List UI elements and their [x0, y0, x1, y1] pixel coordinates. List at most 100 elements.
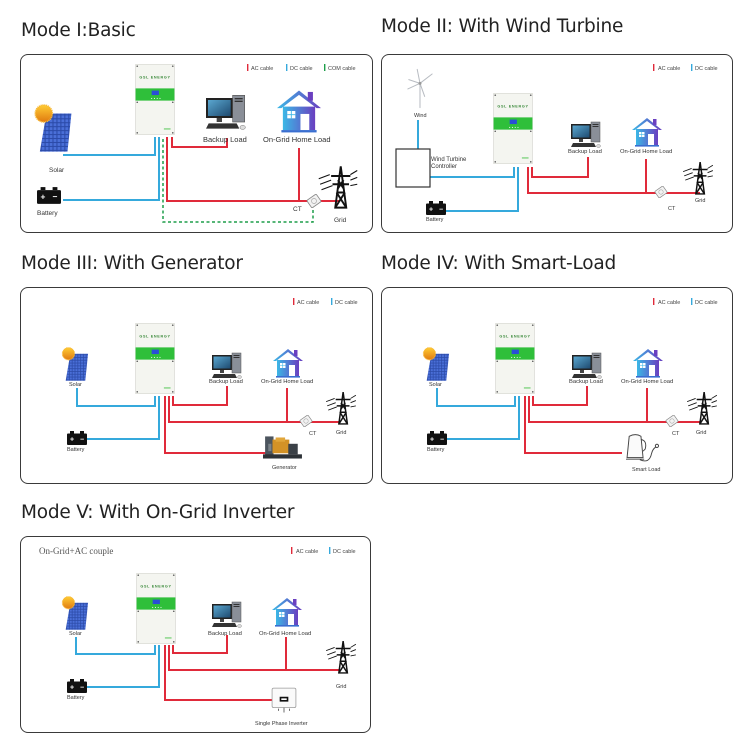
grid-pylon-icon: [325, 391, 357, 425]
controller-label-line1: Wind Turbine: [431, 157, 467, 163]
mode-1-title: Mode I:Basic: [21, 20, 136, 41]
generator-icon: [263, 436, 302, 459]
mode-3-diagram: AC cable DC cable Solar Battery Backup L…: [20, 287, 373, 484]
dc-cable-battery: [85, 396, 160, 440]
ct-clamp-icon: [306, 194, 322, 208]
legend-ac-label: AC cable: [658, 300, 680, 306]
grid-label: Grid: [695, 198, 705, 204]
dc-cable-battery: [85, 645, 160, 688]
legend-dc-swatch: [691, 298, 693, 305]
battery-label: Battery: [426, 217, 444, 223]
wind-turbine-icon: [407, 68, 433, 109]
legend-ac-swatch: [653, 64, 655, 71]
solar-panel-icon: [61, 347, 89, 382]
ac-cable-backup: [171, 137, 228, 148]
solar-panel-icon: [422, 347, 450, 382]
controller-label-line2: Controller: [431, 164, 457, 170]
legend-dc-swatch: [331, 298, 333, 305]
ac-cable-generator: [164, 396, 266, 454]
grid-pylon-icon: [686, 391, 718, 425]
legend-dc-label: DC cable: [695, 66, 718, 72]
grid-label: Grid: [334, 217, 347, 224]
ac-cable-backup: [532, 386, 588, 406]
ac-cable-backup: [172, 386, 228, 406]
battery-icon: [427, 431, 447, 445]
dc-cable-battery: [444, 167, 519, 212]
wind-label: Wind: [414, 113, 427, 119]
hybrid-inverter: [135, 63, 175, 136]
hybrid-inverter: [135, 322, 175, 395]
mode-4-diagram: AC cable DC cable Solar Battery Backup L…: [381, 287, 733, 484]
solar-label: Solar: [69, 382, 82, 388]
legend-ac-swatch: [291, 547, 293, 554]
legend: AC cable DC cable: [291, 547, 356, 555]
backup-load-label: Backup Load: [203, 135, 247, 144]
ct-clamp-icon: [665, 415, 679, 427]
legend-dc-label: DC cable: [335, 300, 358, 306]
legend-dc-swatch: [286, 64, 288, 71]
generator-label: Generator: [272, 465, 297, 471]
computer-icon: [570, 121, 601, 148]
home-load-label: On-Grid Home Load: [261, 379, 313, 385]
battery-label: Battery: [37, 210, 58, 217]
backup-load-label: Backup Load: [209, 379, 243, 385]
dc-cable-solar: [63, 137, 156, 156]
ct-label: CT: [668, 206, 676, 212]
home-load-label: On-Grid Home Load: [621, 379, 673, 385]
hybrid-inverter: [493, 92, 533, 165]
mode-3-title: Mode III: With Generator: [21, 253, 243, 274]
legend-ac-label: AC cable: [297, 300, 319, 306]
dc-cable-solar: [76, 388, 156, 407]
battery-icon: [67, 431, 87, 445]
mode-2-diagram: AC cable DC cable Wind Wind Turbine Cont…: [381, 54, 733, 233]
legend-ac-swatch: [653, 298, 655, 305]
dc-cable-solar: [436, 388, 516, 407]
hybrid-inverter: [136, 572, 176, 645]
house-icon: [277, 89, 321, 133]
legend-dc-swatch: [691, 64, 693, 71]
mode-4-title: Mode IV: With Smart-Load: [381, 253, 617, 274]
legend-com-swatch: [324, 64, 326, 71]
legend-dc-label: DC cable: [290, 66, 313, 72]
mode-5-title: Mode V: With On-Grid Inverter: [21, 502, 295, 523]
battery-label: Battery: [427, 447, 445, 453]
home-load-label: On-Grid Home Load: [620, 149, 672, 155]
legend: AC cable DC cable: [653, 64, 718, 72]
dc-cable-controller: [430, 167, 515, 178]
solar-label: Solar: [49, 167, 65, 174]
grid-pylon-icon: [325, 640, 357, 674]
mode-subtitle: On-Grid+AC couple: [39, 546, 113, 556]
solar-panel-icon: [61, 596, 89, 631]
legend: AC cable DC cable COM cable: [247, 64, 356, 72]
ac-cable-grid: [527, 167, 700, 194]
legend-ac-swatch: [293, 298, 295, 305]
legend-dc-label: DC cable: [695, 300, 718, 306]
grid-label: Grid: [336, 430, 346, 436]
ct-clamp-icon: [299, 415, 313, 427]
house-icon: [272, 597, 302, 627]
home-load-label: On-Grid Home Load: [263, 135, 331, 144]
ac-cable-grid: [168, 645, 339, 671]
ct-label: CT: [309, 431, 317, 437]
ct-label: CT: [293, 206, 302, 213]
backup-load-label: Backup Load: [569, 379, 603, 385]
house-icon: [633, 348, 663, 378]
legend-ac-label: AC cable: [251, 66, 273, 72]
battery-label: Battery: [67, 695, 85, 701]
solar-label: Solar: [69, 631, 82, 637]
solar-label: Solar: [429, 382, 442, 388]
dc-cable-solar: [75, 637, 156, 655]
ac-cable-grid: [528, 396, 700, 423]
legend-ac-swatch: [247, 64, 249, 71]
ac-cable-backup: [172, 635, 228, 654]
grid-label: Grid: [336, 684, 346, 690]
mode-5-diagram: On-Grid+AC couple AC cable DC cable Sola…: [20, 536, 371, 733]
mode-1-diagram: AC cable DC cable COM cable Solar Batter…: [20, 54, 373, 233]
computer-icon: [571, 352, 602, 379]
computer-icon: [211, 352, 242, 379]
backup-load-label: Backup Load: [208, 631, 242, 637]
mode-2-title: Mode II: With Wind Turbine: [381, 16, 624, 37]
home-load-label: On-Grid Home Load: [259, 631, 311, 637]
legend: AC cable DC cable: [653, 298, 718, 306]
battery-icon: [426, 201, 446, 215]
